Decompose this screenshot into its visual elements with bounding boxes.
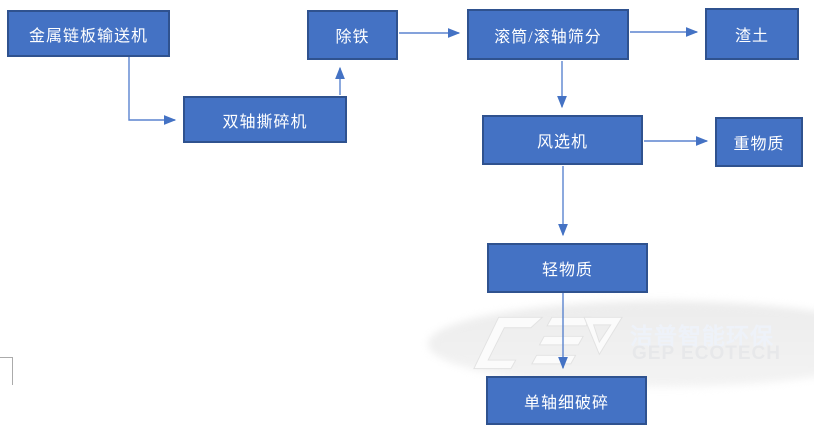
node-fine-crusher: 单轴细破碎: [486, 376, 647, 425]
node-iron-removal: 除铁: [307, 10, 398, 60]
node-air-separator: 风选机: [482, 115, 643, 165]
watermark-brand-cn: 洁普智能环保: [630, 323, 774, 349]
node-heavy-material: 重物质: [715, 117, 803, 167]
node-slag: 渣土: [705, 8, 799, 60]
node-conveyor: 金属链板输送机: [7, 10, 170, 57]
node-shredder: 双轴撕碎机: [183, 96, 347, 143]
watermark-brand-en: GEP ECOTECH: [632, 343, 781, 364]
node-screening: 滚筒/滚轴筛分: [467, 9, 629, 60]
node-light-material: 轻物质: [487, 243, 648, 293]
edge-conveyor-to-shredder: [128, 57, 177, 125]
corner-mark: [0, 357, 13, 385]
